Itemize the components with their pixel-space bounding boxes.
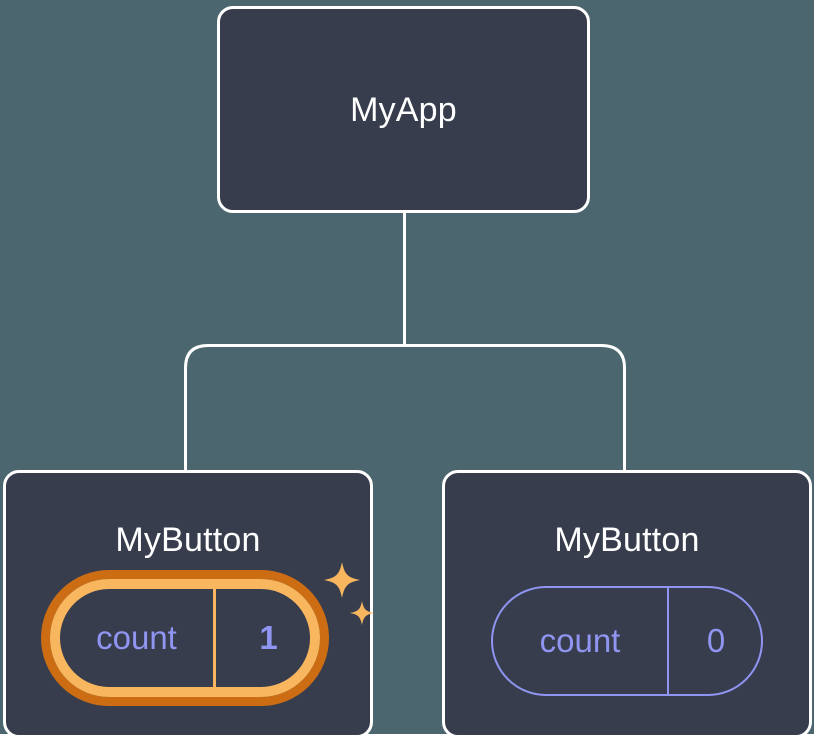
node-myapp-label: MyApp <box>350 90 457 129</box>
state-pill-right[interactable]: count 0 <box>491 586 763 696</box>
state-pill-right-value: 0 <box>706 622 726 659</box>
state-pill-right-outline: count 0 <box>491 586 763 696</box>
node-mybutton-right-title: MyButton <box>554 521 700 559</box>
state-pill-left-inner-ring: count 1 <box>50 579 320 697</box>
state-pill-left-value: 1 <box>259 619 278 656</box>
state-pill-right-key: count <box>493 588 669 694</box>
state-pill-left-outer-ring <box>41 570 329 706</box>
node-myapp[interactable]: MyApp <box>217 6 590 213</box>
node-mybutton-left-title: MyButton <box>115 521 261 559</box>
connector-branch-bus <box>184 344 626 470</box>
state-pill-left-key: count <box>60 589 216 687</box>
state-pill-left[interactable]: count 1 <box>41 570 329 706</box>
